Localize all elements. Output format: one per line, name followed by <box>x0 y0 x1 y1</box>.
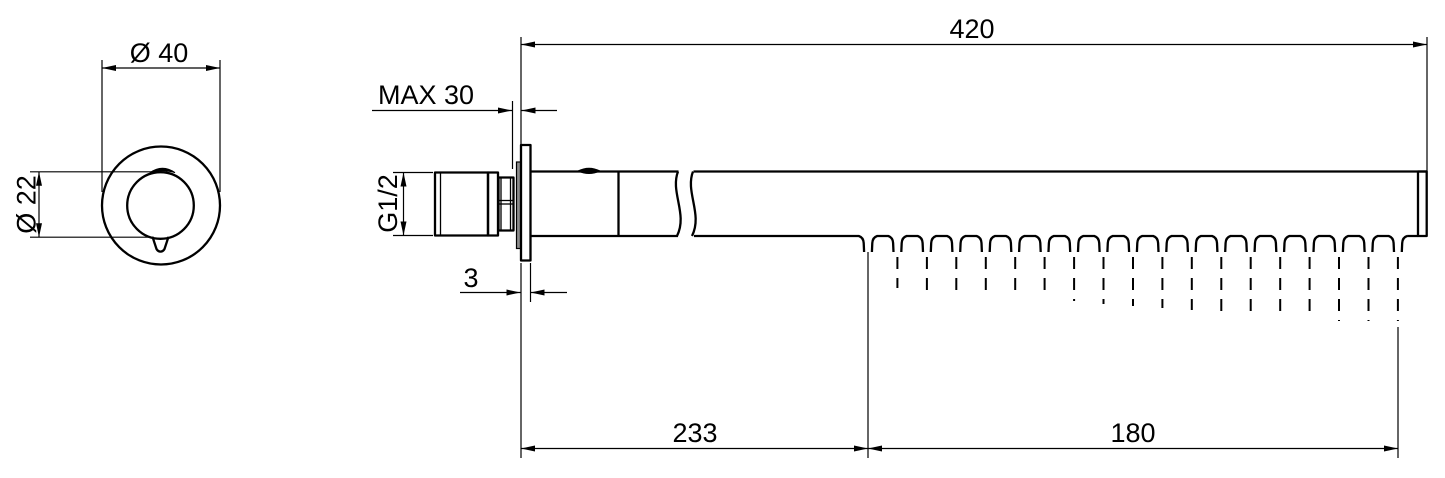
tube-end-cap <box>1416 170 1428 238</box>
inner-circle-top-detail <box>149 167 176 174</box>
nozzle-row <box>694 234 1418 253</box>
label-inner-diameter: Ø 22 <box>12 175 42 234</box>
connector-body <box>433 171 490 237</box>
dim-outer-diameter: Ø 40 <box>101 38 221 192</box>
dim-max-wall: MAX 30 <box>372 80 557 169</box>
connector-collar <box>486 171 500 237</box>
spout-tip <box>151 236 170 253</box>
spray-lines <box>896 257 1399 321</box>
spout-inner-circle <box>126 171 195 240</box>
wall-plate <box>519 143 532 262</box>
shower-arm-tube <box>530 167 1428 321</box>
side-view: 420 MAX 30 G1/2 3 233 <box>372 14 1428 458</box>
dim-spray-zone: 180 <box>868 327 1399 458</box>
label-outer-diameter: Ø 40 <box>130 38 189 68</box>
label-plate-thickness: 3 <box>463 263 478 293</box>
dim-total-length: 420 <box>520 14 1428 172</box>
tube-break-symbol <box>674 171 697 237</box>
label-wall-to-spray: 233 <box>672 418 717 448</box>
escutcheon-outer-circle <box>100 145 222 266</box>
label-spray-zone: 180 <box>1110 418 1155 448</box>
dim-inner-diameter: Ø 22 <box>12 171 156 238</box>
dim-thread-size: G1/2 <box>373 171 433 237</box>
label-max-wall: MAX 30 <box>378 80 474 110</box>
label-total-length: 420 <box>949 14 994 44</box>
tube-top-detail <box>576 167 602 174</box>
label-thread-size: G1/2 <box>373 174 403 233</box>
front-view: Ø 40 Ø 22 <box>12 38 222 266</box>
dim-plate-thickness: 3 <box>460 263 567 458</box>
thread-connector <box>433 171 515 237</box>
dim-wall-to-spray: 233 <box>521 252 869 458</box>
